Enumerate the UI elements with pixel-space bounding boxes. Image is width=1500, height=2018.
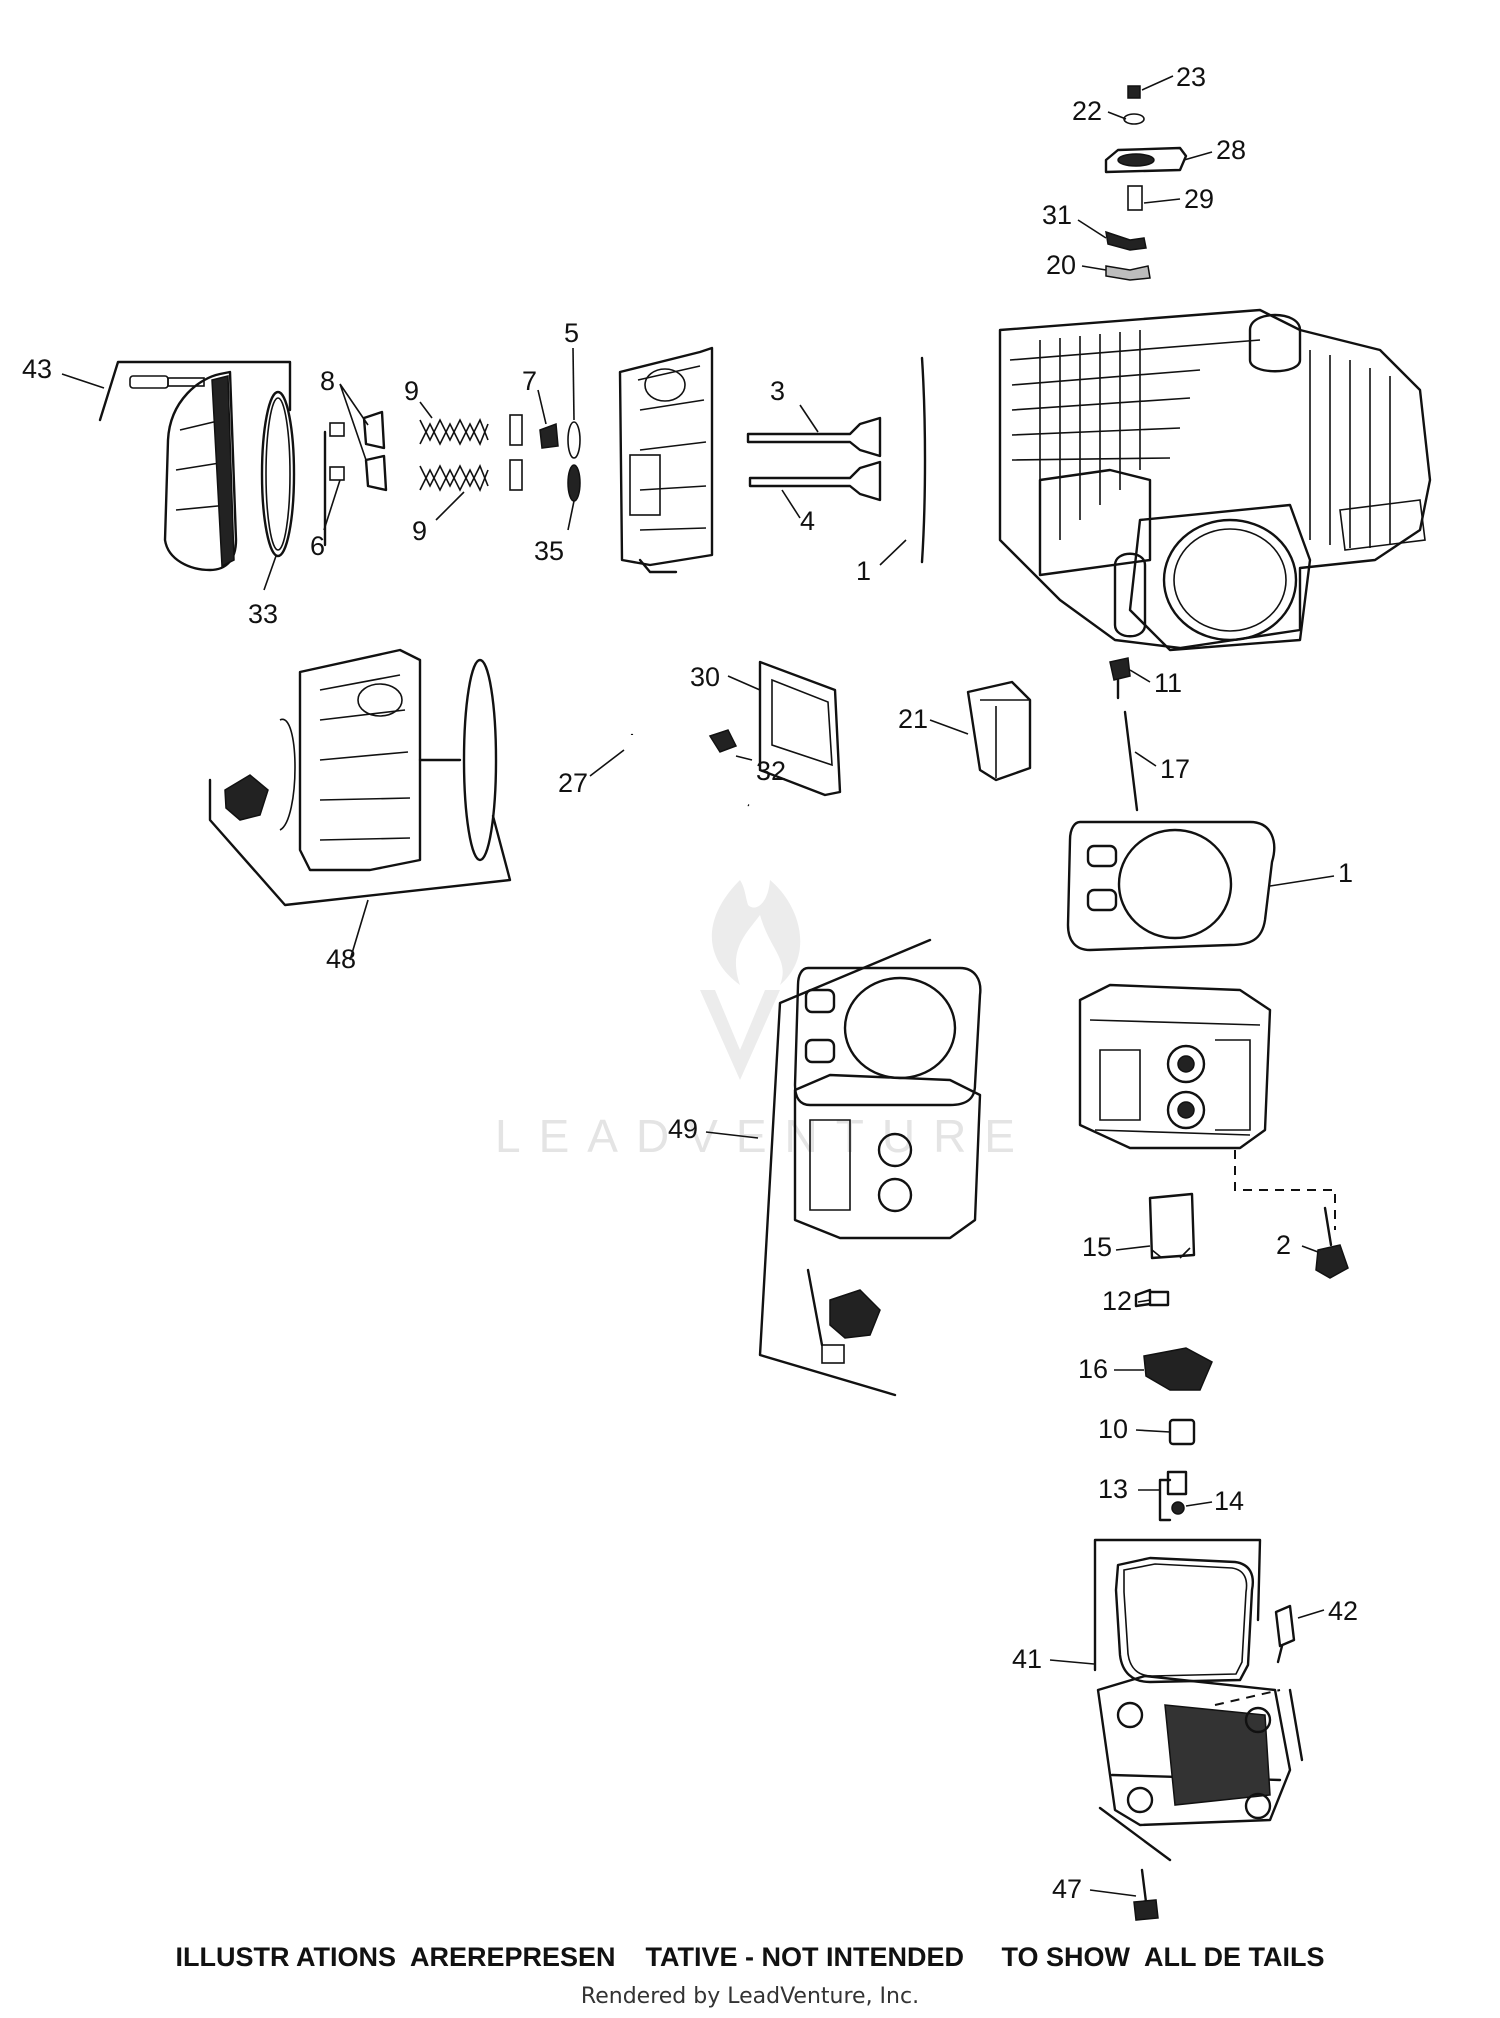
part-43-group [98, 360, 296, 572]
watermark: LEADVENTURE [495, 880, 1033, 1162]
head-gasket-side [920, 356, 927, 564]
callout-30: 30 [690, 662, 720, 692]
watermark-text: LEADVENTURE [495, 1110, 1033, 1162]
valves [746, 416, 882, 502]
callout-4: 4 [800, 506, 815, 536]
callout-35: 35 [534, 536, 564, 566]
callout-41: 41 [1012, 1644, 1042, 1674]
callout-13: 13 [1098, 1474, 1128, 1504]
callout-10: 10 [1098, 1414, 1128, 1444]
callout-49: 49 [668, 1114, 698, 1144]
pushrod-bolt [1109, 657, 1139, 812]
callout-47: 47 [1052, 1874, 1082, 1904]
valve-keepers-springs [323, 410, 581, 547]
part-49-group [758, 938, 982, 1397]
disclaimer: ILLUSTR ATIONS AREREPRESEN TATIVE - NOT … [175, 1942, 1325, 1972]
callout-1-bottom: 1 [1338, 858, 1353, 888]
callout-29: 29 [1184, 184, 1214, 214]
callout-1-top: 1 [856, 556, 871, 586]
part-41-group [1093, 1538, 1304, 1921]
callout-7: 7 [522, 366, 537, 396]
callout-27: 27 [558, 768, 588, 798]
callout-42: 42 [1328, 1596, 1358, 1626]
callout-11: 11 [1154, 668, 1182, 698]
callout-5: 5 [564, 318, 579, 348]
callout-32: 32 [756, 756, 786, 786]
callout-9-bottom: 9 [412, 516, 427, 546]
callout-16: 16 [1078, 1354, 1108, 1384]
callout-9-top: 9 [404, 376, 419, 406]
rocker-parts [1134, 1192, 1349, 1522]
callout-28: 28 [1216, 135, 1246, 165]
callout-22: 22 [1072, 96, 1102, 126]
misc-parts [626, 660, 1032, 810]
callout-8: 8 [320, 366, 335, 396]
callouts: 23 22 28 29 31 20 43 8 9 9 7 5 6 33 35 3… [22, 62, 1358, 1904]
callout-31: 31 [1042, 200, 1072, 230]
callout-43: 43 [22, 354, 52, 384]
callout-3: 3 [770, 376, 785, 406]
callout-6: 6 [310, 531, 325, 561]
cylinder-head-front [1078, 983, 1336, 1230]
callout-17: 17 [1160, 754, 1190, 784]
callout-12: 12 [1102, 1286, 1132, 1316]
part-48-group [208, 648, 512, 907]
callout-33: 33 [248, 599, 278, 629]
callout-23: 23 [1176, 62, 1206, 92]
render-credit: Rendered by LeadVenture, Inc. [580, 1984, 920, 2009]
callout-20: 20 [1046, 250, 1076, 280]
callout-15: 15 [1082, 1232, 1112, 1262]
head-gasket-front [1066, 820, 1276, 952]
callout-21: 21 [898, 704, 928, 734]
callout-14: 14 [1214, 1486, 1244, 1516]
callout-2: 2 [1276, 1230, 1291, 1260]
engine-block [998, 308, 1432, 652]
cylinder-head-side [618, 346, 714, 574]
breather-hardware [1104, 85, 1188, 281]
callout-48: 48 [326, 944, 356, 974]
